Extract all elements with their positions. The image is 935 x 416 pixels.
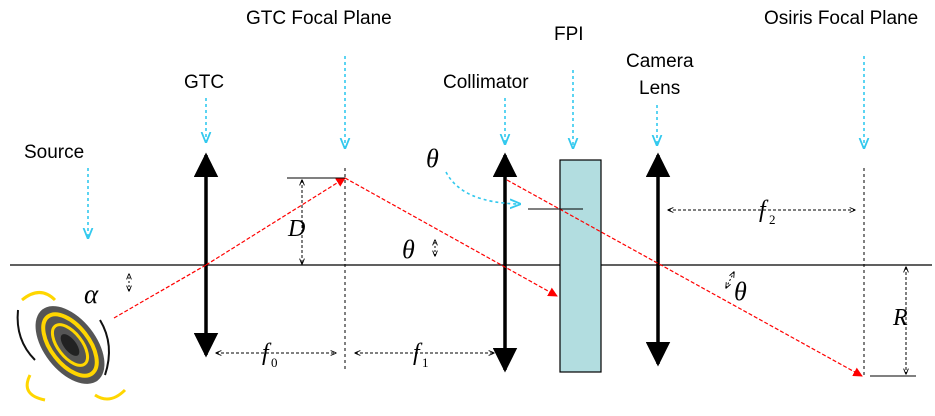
symbol-f1: f 1 bbox=[413, 340, 429, 370]
symbol-theta-top: θ bbox=[426, 144, 439, 173]
label-pointers bbox=[88, 56, 864, 238]
fpi-plate bbox=[559, 159, 602, 373]
label-fpi: FPI bbox=[554, 24, 584, 45]
symbol-d: D bbox=[287, 216, 305, 242]
label-collimator: Collimator bbox=[443, 72, 529, 93]
galaxy-source-icon bbox=[16, 291, 127, 402]
label-camera-lens-line2: Lens bbox=[639, 78, 680, 99]
theta-angle-mark-right bbox=[726, 272, 734, 288]
symbol-alpha: α bbox=[84, 279, 99, 309]
symbol-theta-center: θ bbox=[402, 235, 415, 264]
svg-text:f: f bbox=[413, 340, 423, 366]
label-gtc-focal-plane: GTC Focal Plane bbox=[246, 8, 392, 29]
svg-text:0: 0 bbox=[271, 355, 278, 370]
svg-text:1: 1 bbox=[422, 355, 429, 370]
ray-gtc-to-focus bbox=[205, 177, 346, 266]
label-osiris-focal-plane: Osiris Focal Plane bbox=[764, 8, 918, 29]
symbol-theta-right: θ bbox=[734, 277, 747, 306]
svg-text:2: 2 bbox=[769, 212, 776, 227]
label-gtc: GTC bbox=[184, 72, 224, 93]
ray-focus-to-fpi bbox=[344, 177, 558, 297]
svg-text:f: f bbox=[759, 197, 769, 223]
ray-source-to-gtc bbox=[113, 264, 207, 319]
theta-pointer-arrow bbox=[445, 171, 520, 204]
label-camera-lens-line1: Camera bbox=[626, 51, 694, 72]
svg-text:f: f bbox=[262, 340, 272, 366]
symbol-f0: f 0 bbox=[262, 340, 278, 370]
label-source: Source bbox=[24, 142, 84, 163]
ray-collimator-to-osiris bbox=[506, 179, 863, 377]
symbol-f2: f 2 bbox=[759, 197, 776, 227]
symbol-r: R bbox=[892, 305, 908, 331]
